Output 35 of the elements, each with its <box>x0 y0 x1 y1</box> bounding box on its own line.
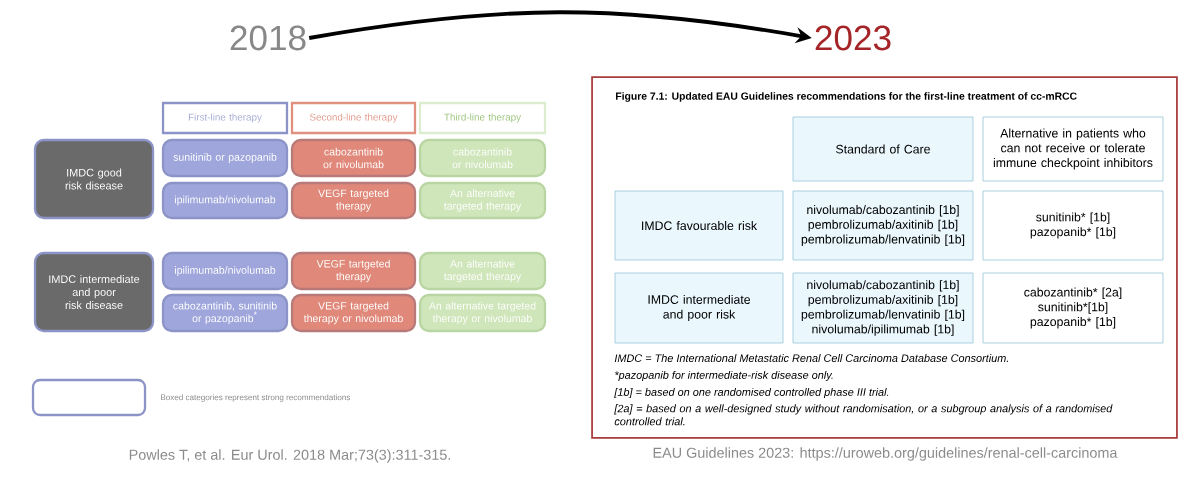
therapy-box: VEGF targeted therapy or nivolumab <box>290 293 417 333</box>
therapy-box: An alternative targeted therapy or nivolumab <box>418 293 547 333</box>
figure-title: Figure 7.1: Updated EAU Guidelines recommendations for the first-line treatment of cc-mRCC <box>616 92 1077 102</box>
therapy-box: An alternative targeted therapy <box>418 181 547 220</box>
footnote: IMDC = The International Metastatic Renal Cell Carcinoma Database Consortium. <box>614 354 1008 362</box>
therapy-box: sunitinib or pazopanib <box>161 138 289 178</box>
table-cell: cabozantinib* [2a] sunitinib*[1b] pazopanib* [1b] <box>982 272 1164 344</box>
therapy-box: ipilimumab/nivolumab <box>161 251 289 291</box>
therapy-box: VEGF targeted therapy <box>290 181 417 220</box>
footnote: [1b] = based on one randomised controlled phase III trial. <box>614 387 889 399</box>
table-cell: Alternative in patients who can not receive or tolerate immune checkpoint inhibitors <box>982 116 1164 182</box>
citation: Powles T, et al. Eur Urol. 2018 Mar;73(3):311-315. <box>129 449 451 463</box>
therapy-box: An alternative targeted therapy <box>418 251 547 291</box>
therapy-box: VEGF tartgeted therapy <box>290 251 417 291</box>
footnote: [2a] = based on a well-designed study without randomisation, or a subgroup analysis of a randomised controlled trial. <box>614 404 1113 426</box>
table-cell: nivolumab/cabozantinib [1b] pembrolizumab/axitinib [1b] pembrolizumab/lenvatinib [1b] nivolumab/ipilimumab [1b] <box>792 272 974 344</box>
column-header: Second-line therapy <box>290 101 417 135</box>
therapy-box: ipilimumab/nivolumab <box>161 181 289 220</box>
year-heading: 2023 <box>815 25 891 51</box>
therapy-box: cabozantinib or nivolumab <box>290 138 417 178</box>
table-cell: sunitinib* [1b] pazopanib* [1b] <box>982 190 1164 261</box>
legend-text: Boxed categories represent strong recommendations <box>161 394 351 402</box>
table-cell: IMDC intermediate and poor risk <box>614 272 784 344</box>
therapy-box: cabozantinib or nivolumab <box>418 138 547 178</box>
footnote: *pazopanib for intermediate-risk disease only. <box>615 370 833 382</box>
year-heading: 2018 <box>230 25 306 51</box>
column-header: First-line therapy <box>161 101 289 135</box>
column-header: Third-line therapy <box>418 101 547 135</box>
table-cell: nivolumab/cabozantinib [1b] pembrolizumab/axitinib [1b] pembrolizumab/lenvatinib [1b] <box>792 190 974 261</box>
risk-group-box: IMDC good risk disease <box>33 138 155 220</box>
table-cell: IMDC favourable risk <box>614 190 784 261</box>
table-cell: Standard of Care <box>792 116 974 182</box>
therapy-box: cabozantinib, sunitinib or pazopanib$^{*}$ <box>161 293 289 333</box>
citation: EAU Guidelines 2023: https://uroweb.org/guidelines/renal-cell-carcinoma <box>653 447 1118 461</box>
risk-group-box: IMDC intermediate and poor risk disease <box>33 251 155 333</box>
